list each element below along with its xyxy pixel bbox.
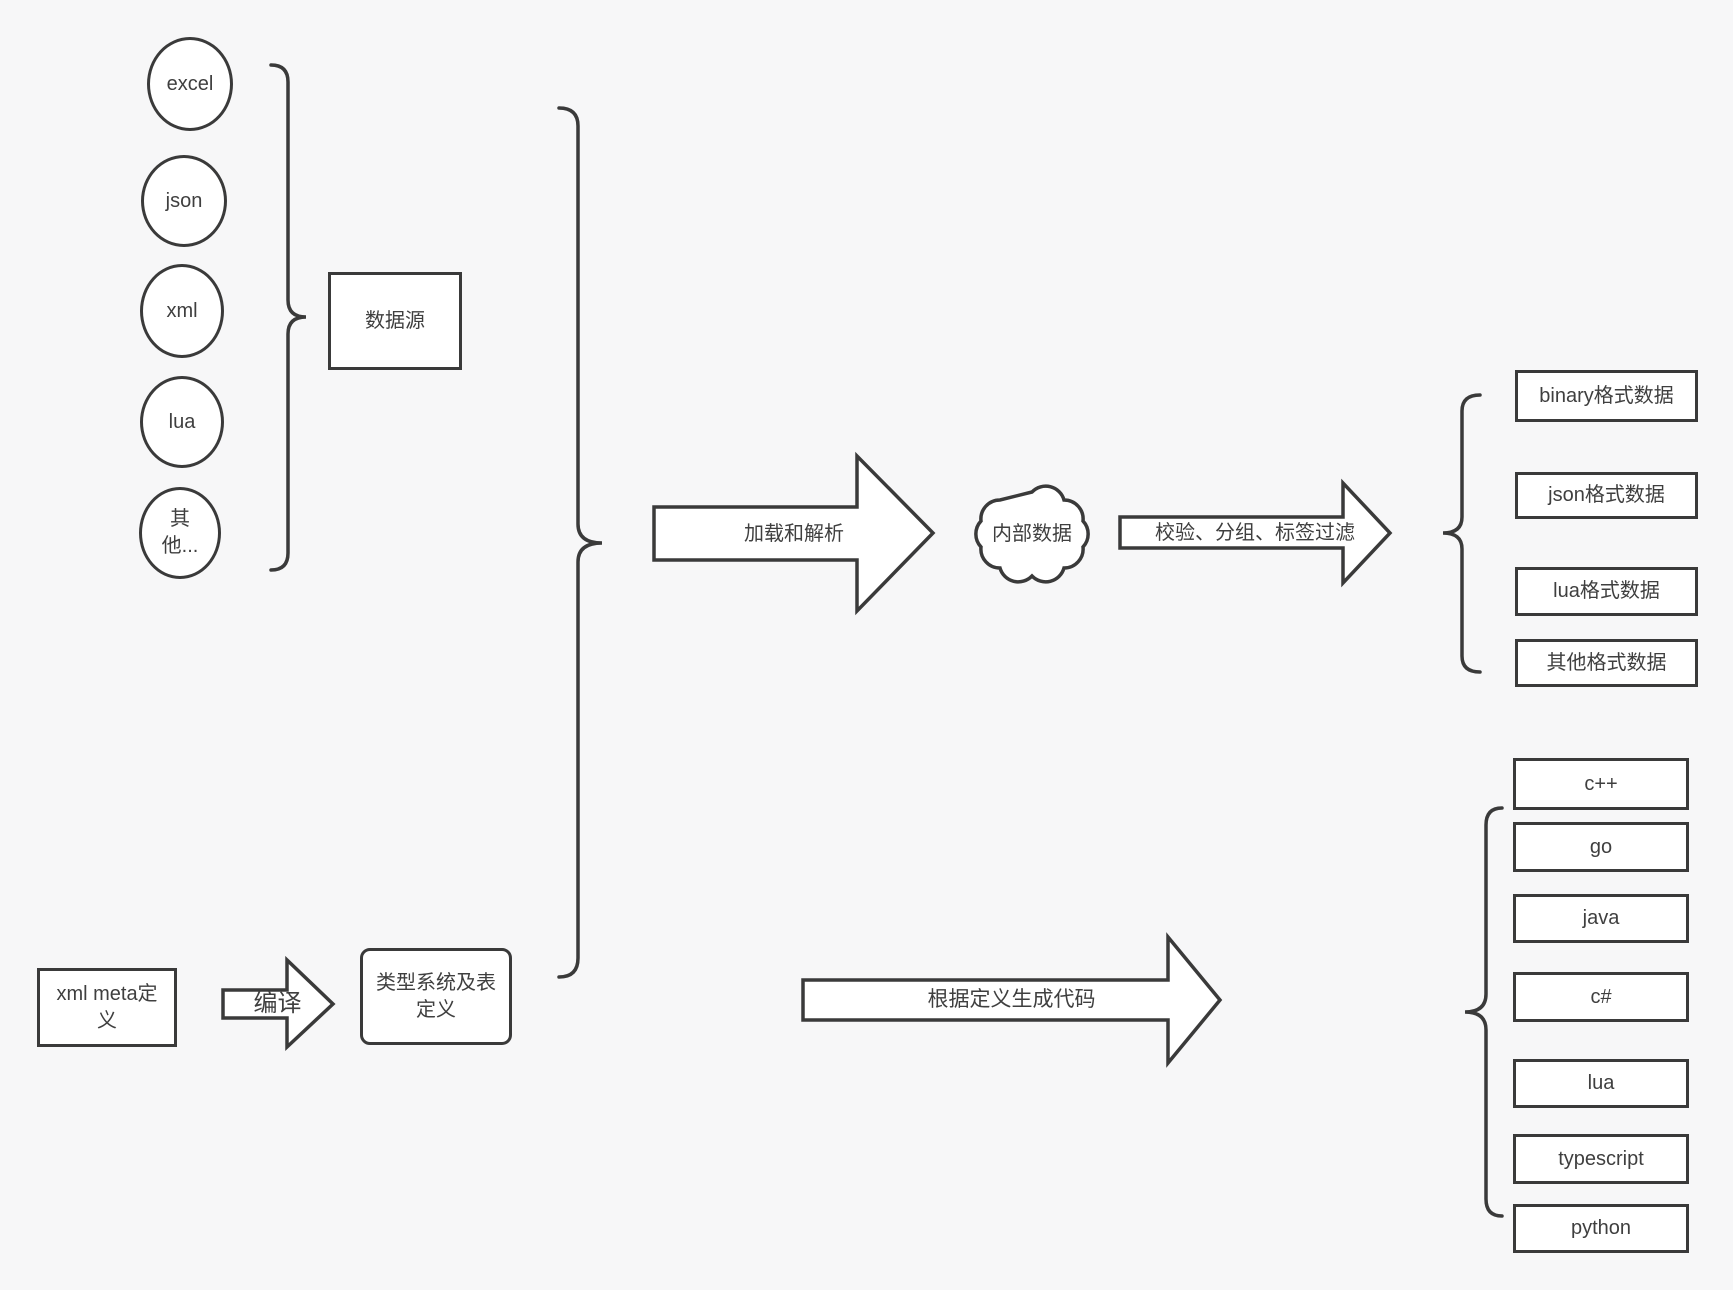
source-node-other: 其他...: [139, 487, 221, 579]
source-node-label: lua: [168, 410, 196, 433]
brace-sources-group: [269, 63, 307, 572]
source-node-json: json: [141, 155, 227, 247]
format-box-other: 其他格式数据: [1515, 639, 1698, 687]
lang-box-label: c#: [1590, 985, 1612, 1008]
xml-meta-box: xml meta定义: [37, 968, 177, 1047]
brace-main-group: [557, 106, 603, 979]
filter-arrow: [1118, 478, 1393, 588]
lang-box-java: java: [1513, 894, 1689, 943]
lang-box-cpp: c++: [1513, 758, 1689, 810]
data-source-box: 数据源: [328, 272, 462, 370]
format-box-label: 其他格式数据: [1546, 651, 1667, 674]
codegen-arrow: [801, 932, 1223, 1068]
source-node-excel: excel: [147, 37, 233, 131]
type-system-label: 类型系统及表定义: [376, 971, 496, 1021]
lang-box-python: python: [1513, 1204, 1689, 1253]
lang-box-csharp: c#: [1513, 972, 1689, 1022]
lang-box-label: lua: [1587, 1072, 1615, 1094]
lang-box-typescript: typescript: [1513, 1134, 1689, 1184]
brace-format-outputs: [1442, 393, 1482, 674]
lang-box-go: go: [1513, 822, 1689, 872]
source-node-lua: lua: [140, 376, 224, 468]
source-node-xml: xml: [140, 264, 224, 358]
format-box-json: json格式数据: [1515, 472, 1698, 519]
source-node-label: json: [165, 189, 203, 212]
lang-box-label: typescript: [1558, 1147, 1644, 1170]
format-box-binary: binary格式数据: [1515, 370, 1698, 422]
format-box-lua: lua格式数据: [1515, 567, 1698, 616]
lang-box-label: c++: [1584, 772, 1618, 795]
source-node-label: 其他...: [161, 508, 199, 557]
data-source-label: 数据源: [365, 309, 425, 332]
lang-box-lua: lua: [1513, 1059, 1689, 1108]
source-node-label: xml: [166, 299, 198, 322]
compile-arrow: [221, 955, 336, 1052]
lang-box-label: go: [1589, 835, 1613, 858]
type-system-box: 类型系统及表定义: [360, 948, 512, 1045]
lang-box-label: python: [1570, 1217, 1632, 1239]
internal-data-cloud: [974, 484, 1090, 584]
format-box-label: binary格式数据: [1539, 384, 1674, 407]
lang-box-label: java: [1582, 907, 1620, 929]
brace-languages: [1464, 806, 1504, 1218]
xml-meta-label: xml meta定义: [56, 982, 158, 1032]
source-node-label: excel: [166, 72, 214, 95]
format-box-label: json格式数据: [1548, 484, 1665, 506]
load-parse-arrow: [652, 451, 936, 616]
format-box-label: lua格式数据: [1553, 580, 1660, 602]
